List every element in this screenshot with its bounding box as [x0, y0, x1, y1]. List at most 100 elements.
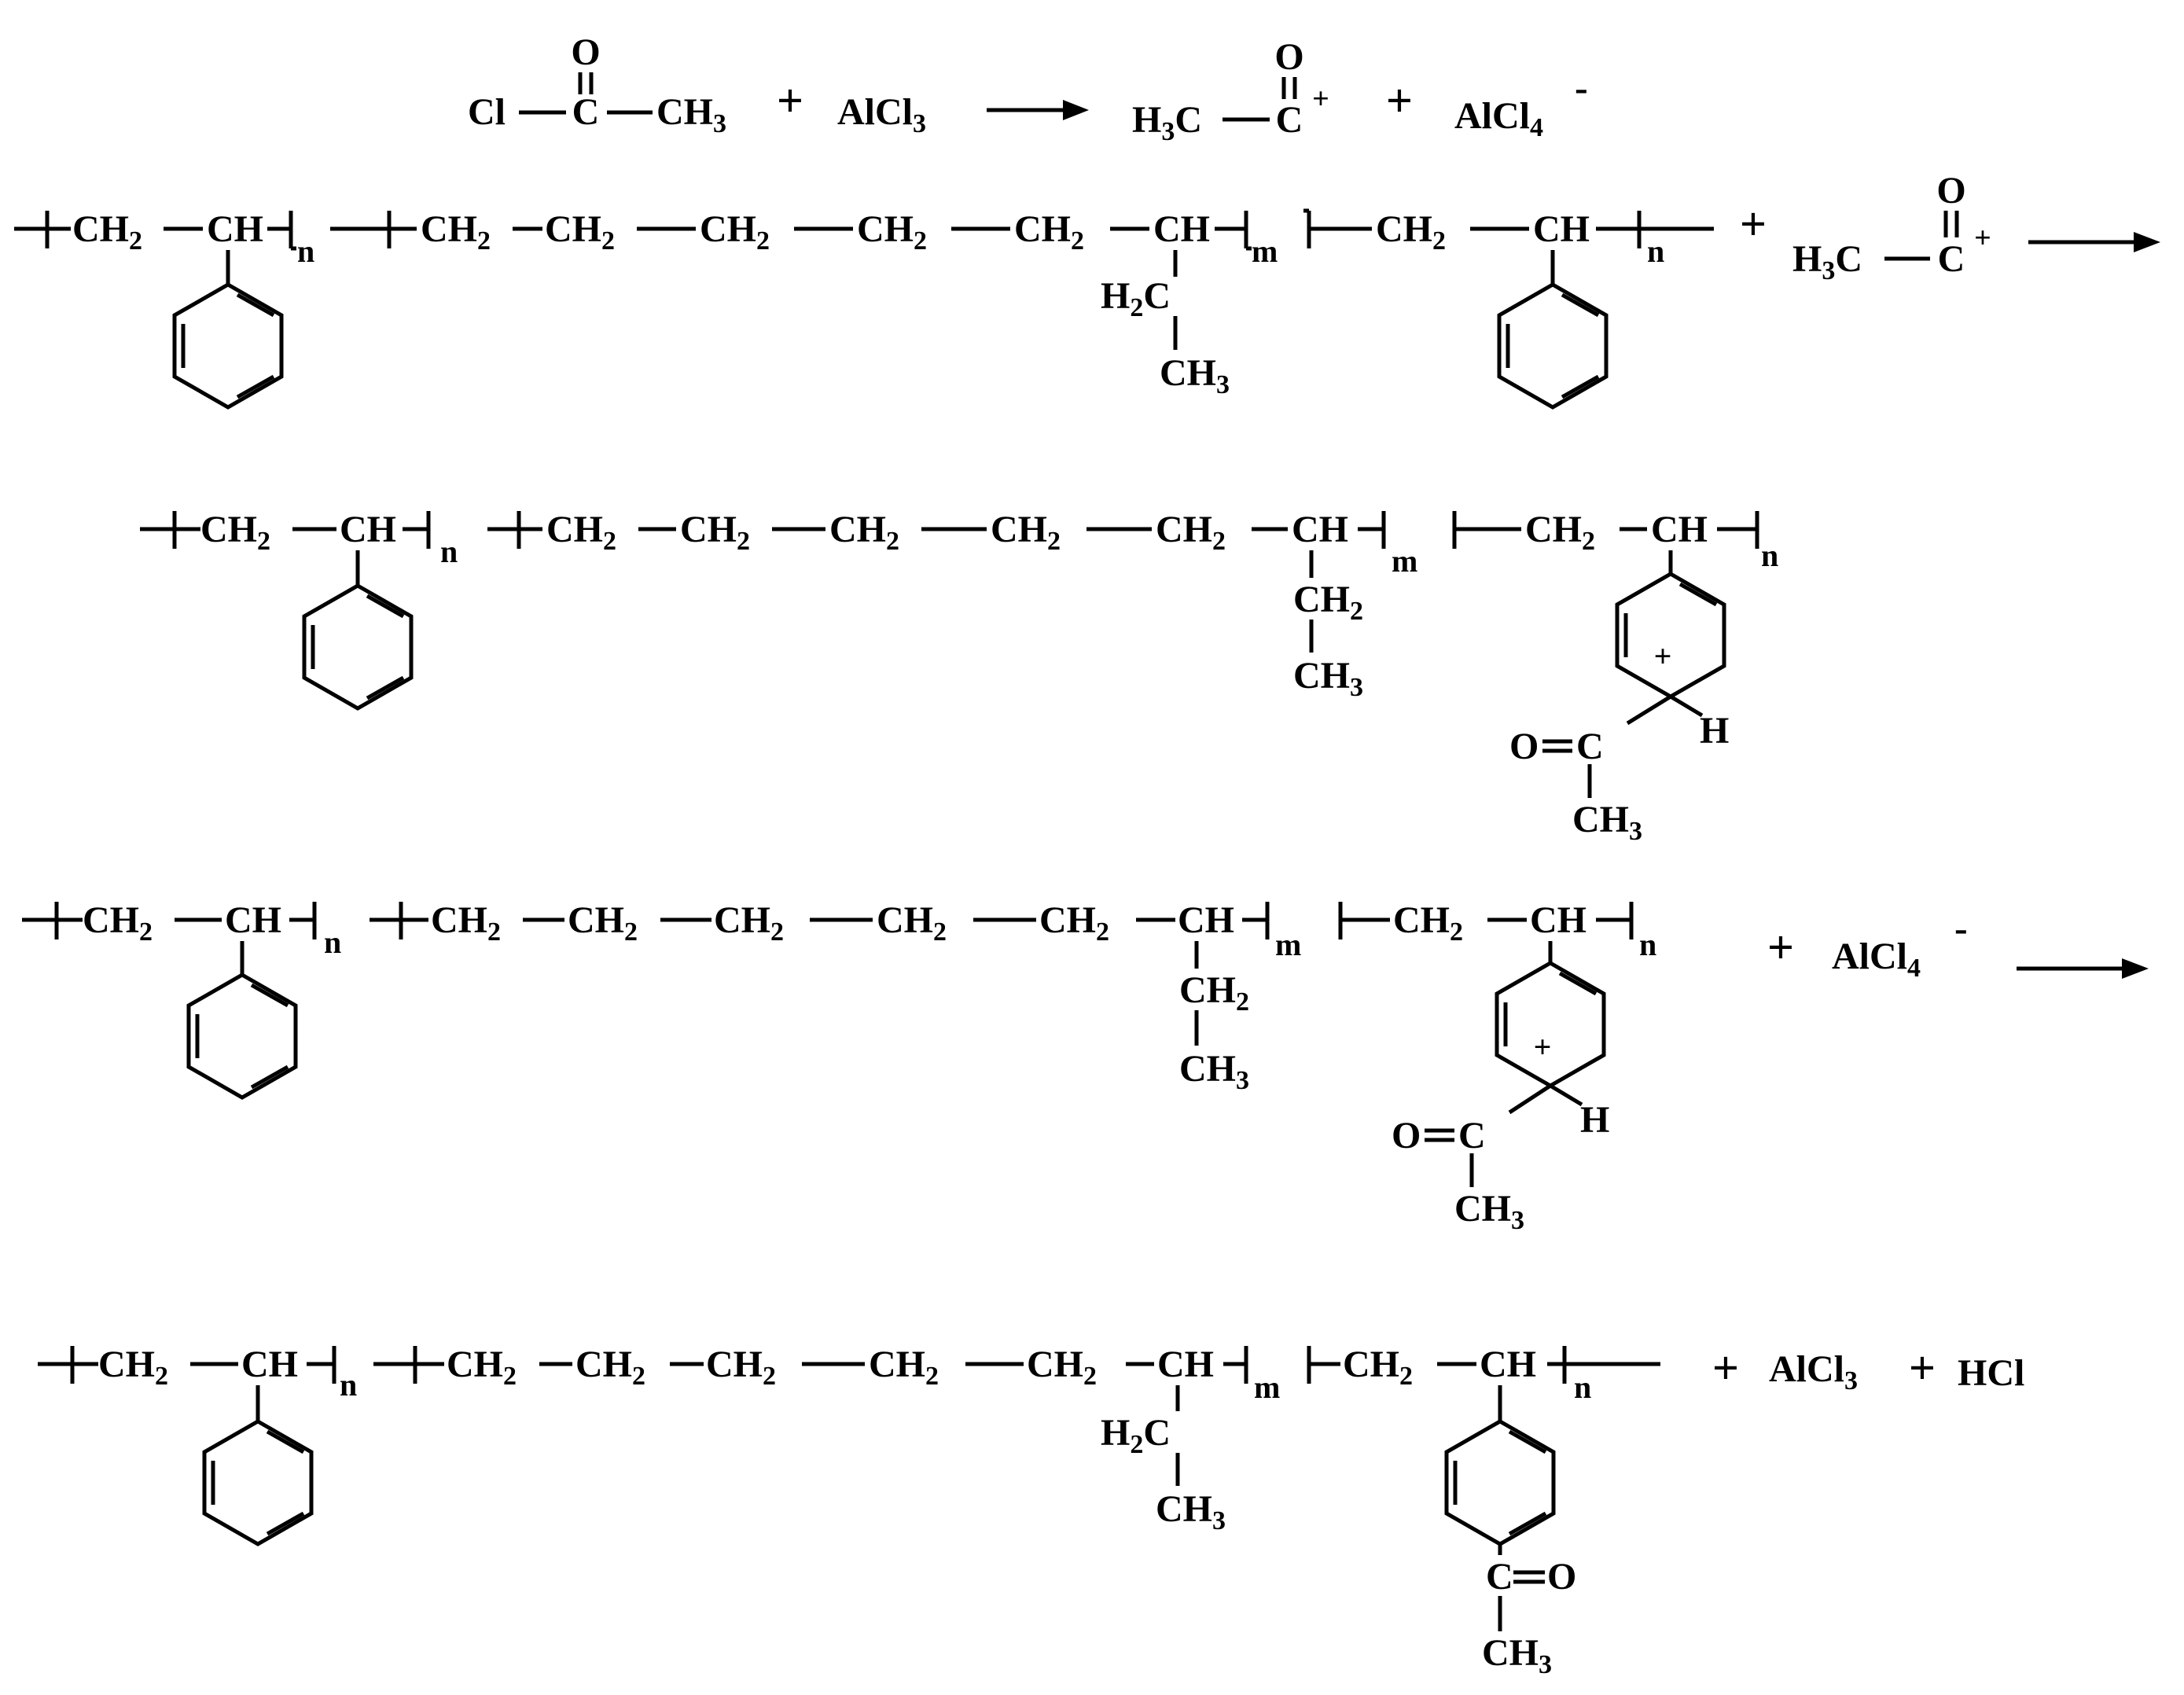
row2-sigma-complex: CH2 CH n CH2 CH2 CH2 CH2 CH2 CH m CH2 CH… [140, 509, 1778, 846]
ch3-group: CH3 [1156, 1488, 1226, 1535]
row1-polymer: CH2 CH n CH2 CH2 CH2 CH2 CH2 CH m H2C CH… [14, 170, 2160, 410]
ch2-group: CH2 [200, 509, 270, 556]
ch-group: CH [1480, 1344, 1536, 1385]
subscript-n: n [1639, 927, 1656, 962]
ch3-group: CH3 [1454, 1188, 1524, 1235]
ch2-group: CH2 [869, 1344, 939, 1391]
subscript-n: n [324, 925, 341, 960]
negative-charge: - [1954, 906, 1968, 950]
plus-sign: + [1386, 75, 1413, 127]
ch2-group: CH2 [1014, 208, 1084, 256]
ch2-group: CH2 [1039, 899, 1109, 947]
ch2-group: CH2 [545, 208, 615, 256]
positive-charge: + [1654, 638, 1672, 674]
benzene-ring [302, 583, 414, 711]
acylium-ion: H3C C O + [1792, 170, 1991, 285]
reaction-arrow [987, 100, 1089, 120]
sigma-complex-ring [1495, 961, 1606, 1088]
carbonyl-carbon: C [1576, 726, 1604, 767]
hydrogen-chloride: HCl [1958, 1352, 2024, 1394]
acylium-carbon: C [1276, 99, 1303, 141]
reaction-arrow [2028, 232, 2160, 252]
ch2-group: CH2 [1156, 509, 1226, 556]
row3-deprotonation: CH2 CH n CH2 CH2 CH2 CH2 CH2 CH m CH2 CH… [22, 899, 2149, 1235]
h2c-group: H2C [1101, 275, 1171, 322]
ch2-group: CH2 [857, 208, 927, 256]
ch-group: CH [340, 509, 396, 550]
benzene-ring [186, 973, 298, 1100]
carbonyl-oxygen: O [1509, 726, 1539, 767]
subscript-n: n [1574, 1370, 1591, 1405]
acylium-carbon: C [1938, 238, 1965, 280]
ch2-group: CH2 [1376, 208, 1446, 256]
row4-product: CH2 CH n CH2 CH2 CH2 CH2 CH2 CH m H2C CH… [38, 1342, 2024, 1679]
subscript-n: n [340, 1367, 357, 1403]
ch-group: CH [1533, 208, 1590, 250]
ch2-group: CH2 [1393, 899, 1463, 947]
tetrachloroaluminate: AlCl4 [1832, 936, 1921, 983]
reaction-arrow [2017, 958, 2149, 979]
ch-group: CH [225, 899, 281, 941]
ch2-group: CH2 [1343, 1344, 1413, 1391]
ch3-group: CH3 [1160, 352, 1230, 399]
ch2-group: CH2 [72, 208, 142, 256]
acylium-oxygen: O [1274, 36, 1303, 78]
benzene-ring [172, 282, 284, 410]
positive-charge: + [1312, 83, 1329, 116]
ch2-group: CH2 [700, 208, 770, 256]
benzene-ring [202, 1419, 314, 1546]
ch3-group: CH3 [1179, 1048, 1249, 1095]
plus-sign: + [777, 75, 803, 127]
ch3-group: CH3 [1572, 799, 1642, 846]
acylium-oxygen: O [1936, 170, 1965, 211]
ch2-group: CH2 [575, 1344, 645, 1391]
subscript-n: n [1647, 233, 1664, 269]
hydrogen-atom: H [1580, 1099, 1609, 1141]
benzene-ring [1444, 1419, 1556, 1546]
ch-group: CH [1530, 899, 1587, 941]
methyl-group: CH3 [656, 91, 726, 138]
subscript-n: n [440, 534, 458, 569]
ch-group: CH [241, 1344, 298, 1385]
aluminum-chloride: AlCl3 [1769, 1348, 1858, 1395]
ch-group: CH [1292, 509, 1348, 550]
chlorine-atom: Cl [468, 91, 506, 133]
ch2-group: CH2 [1525, 509, 1595, 556]
subscript-m: m [1392, 543, 1417, 579]
ch2-group: CH2 [714, 899, 784, 947]
methyl-h3c: H3C [1132, 99, 1202, 146]
ch-group: CH [207, 208, 263, 250]
ch2-group: CH2 [1027, 1344, 1097, 1391]
ketone-oxygen: O [1547, 1556, 1576, 1598]
plus-sign: + [1767, 921, 1794, 973]
ch2-group: CH2 [447, 1344, 517, 1391]
ch-group: CH [1157, 1344, 1214, 1385]
carbonyl-oxygen: O [571, 31, 600, 73]
sigma-complex-ring [1615, 572, 1726, 699]
ch2-group: CH2 [98, 1344, 168, 1391]
carbonyl-carbon: C [1458, 1115, 1486, 1156]
benzene-ring [1497, 282, 1609, 410]
ketone-carbon: C [1486, 1556, 1513, 1598]
ch3-group: CH3 [1482, 1632, 1552, 1679]
ch2-group: CH2 [421, 208, 491, 256]
ch-group: CH [1153, 208, 1210, 250]
subscript-m: m [1275, 927, 1301, 962]
carbonyl-carbon: C [572, 91, 600, 133]
subscript-n: n [1761, 538, 1778, 573]
ch2-group: CH2 [1293, 579, 1363, 626]
plus-sign: + [1740, 198, 1767, 250]
negative-charge: - [1575, 65, 1588, 109]
plus-sign: + [1712, 1342, 1739, 1394]
ch2-group: CH2 [83, 899, 153, 947]
ch2-group: CH2 [877, 899, 947, 947]
plus-sign: + [1909, 1342, 1936, 1394]
step1-acylium-formation: O Cl C CH3 + AlCl3 O H3C C + + AlCl4 - [468, 31, 1588, 146]
ch2-group: CH2 [706, 1344, 776, 1391]
ch2-group: CH2 [991, 509, 1061, 556]
ch2-group: CH2 [431, 899, 501, 947]
ch2-group: CH2 [1179, 969, 1249, 1017]
positive-charge: + [1974, 222, 1991, 255]
ch2-group: CH2 [546, 509, 616, 556]
